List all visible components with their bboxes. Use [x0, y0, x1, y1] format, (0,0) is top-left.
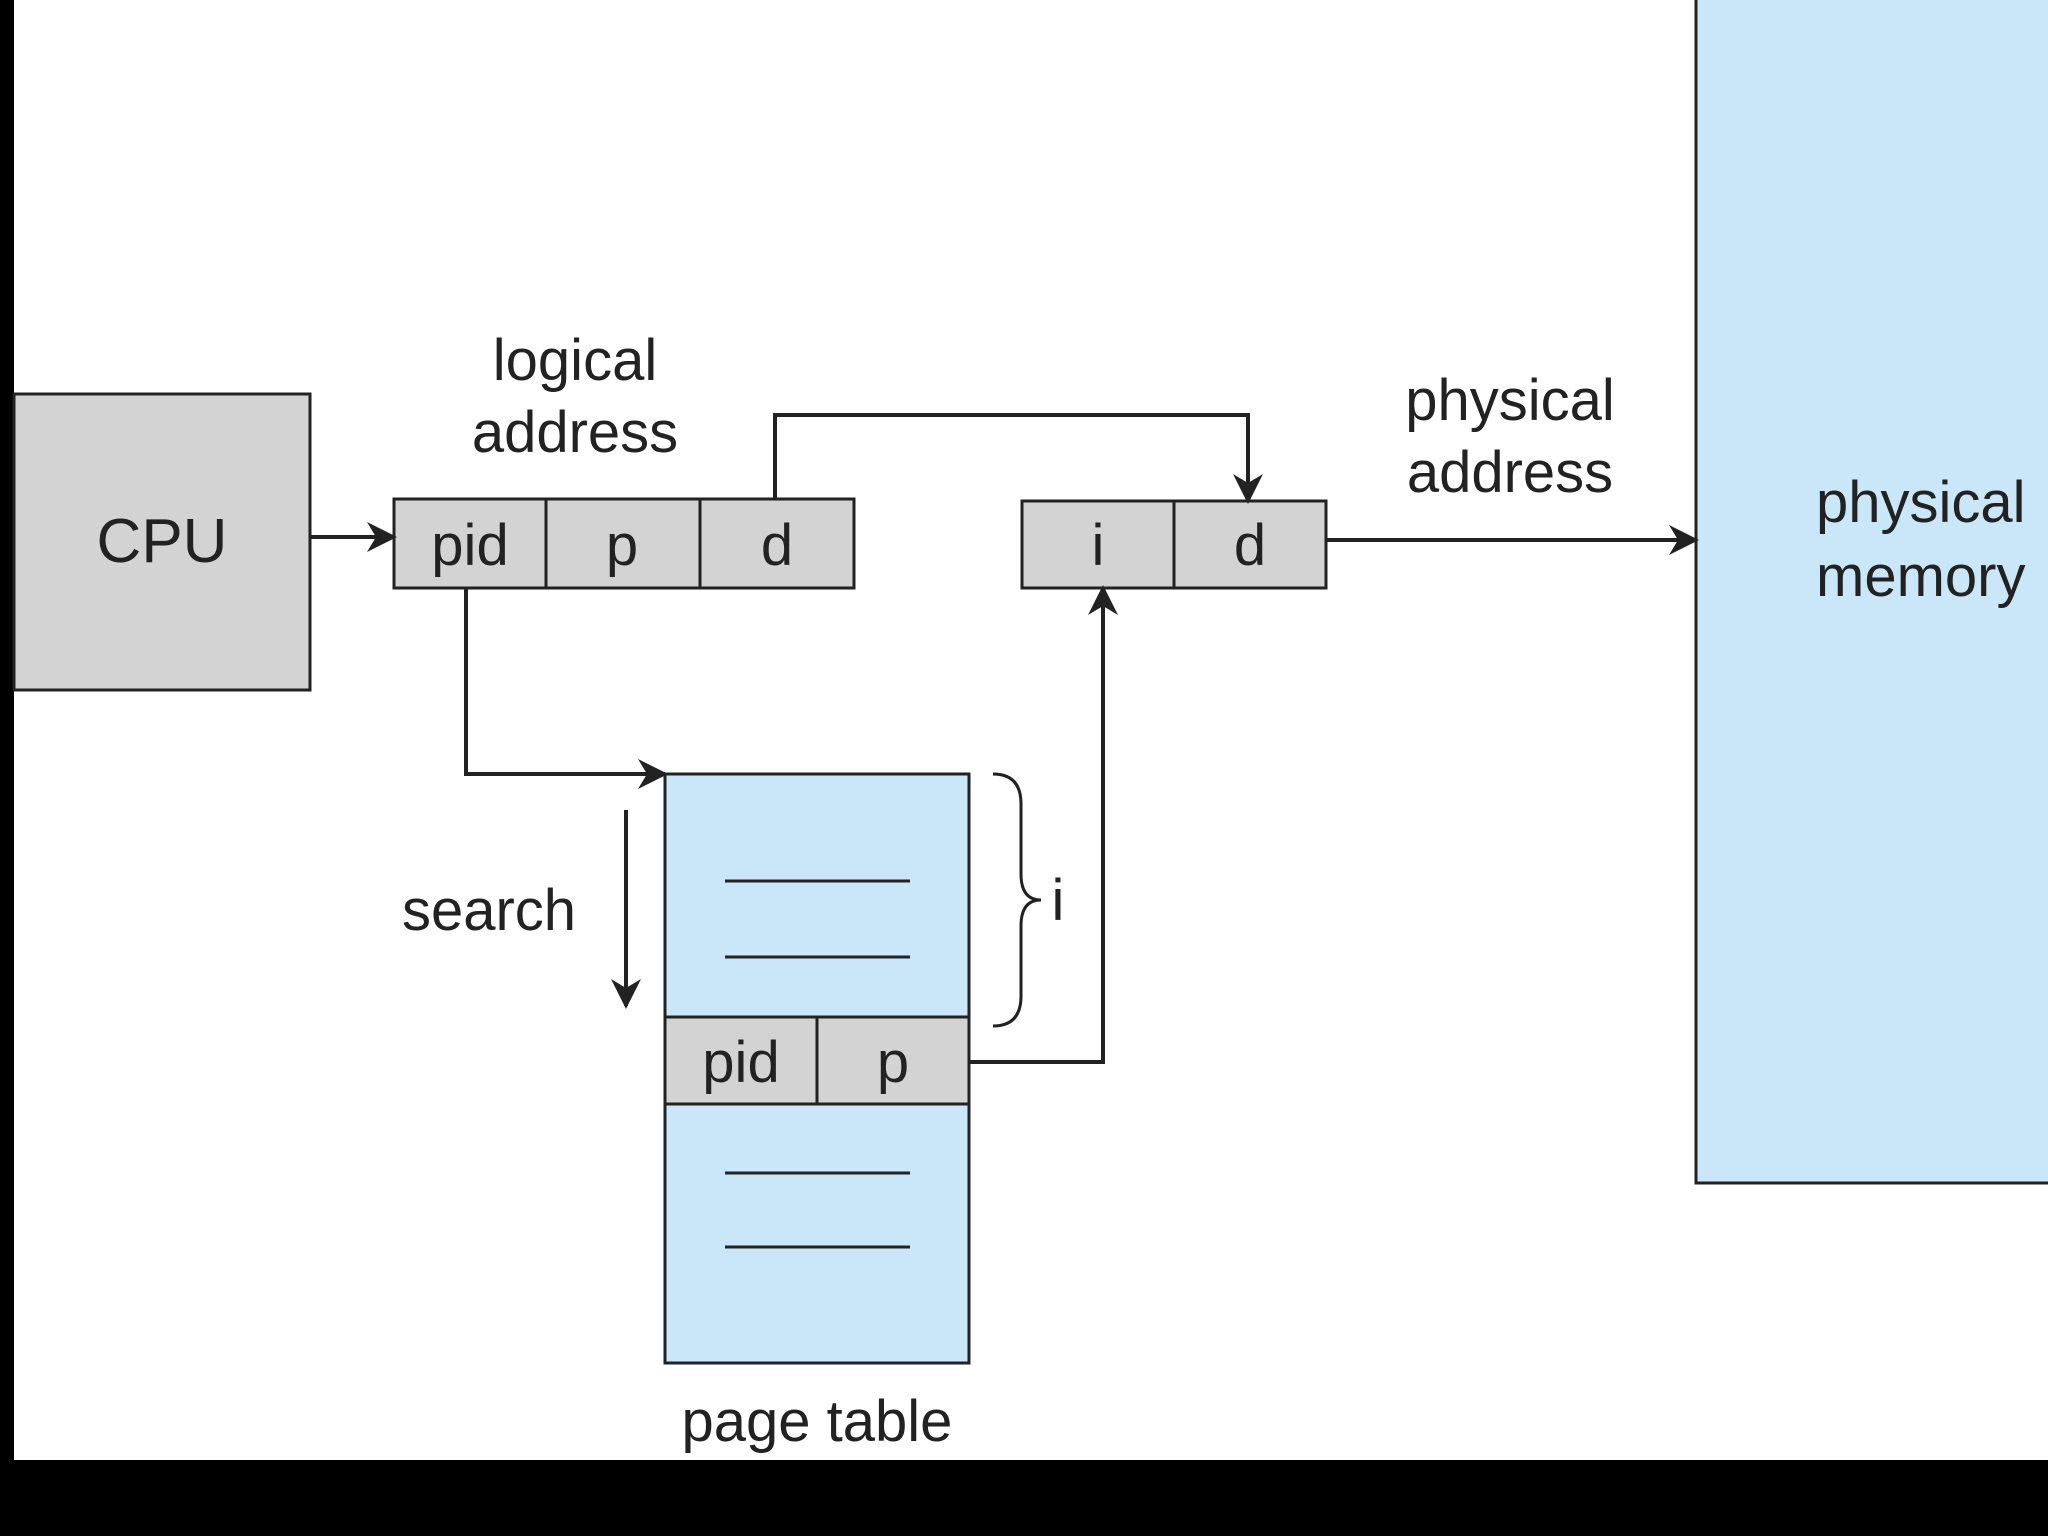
logical-field-d-label: d [761, 513, 793, 578]
offset-d-arrow [773, 413, 1263, 504]
logical-field-p-label: p [606, 513, 638, 578]
physical-address-label-line1: physical [1405, 368, 1615, 433]
logical-address-label-line2: address [472, 400, 678, 465]
physical-memory-block [1694, 0, 2048, 1185]
page-table-entry-pid [663, 1015, 819, 1106]
logical-field-d [698, 497, 856, 590]
physical-field-d-label: d [1234, 513, 1266, 578]
page-table-entry-p-label: p [877, 1030, 909, 1095]
physical-field-d [1172, 499, 1328, 590]
index-i-arrow [969, 585, 1118, 1064]
physical-memory-label-line2: memory [1816, 544, 2025, 609]
logical-field-pid [392, 497, 548, 590]
physical-memory-label-line1: physical [1816, 470, 2026, 535]
search-label: search [402, 878, 576, 943]
index-brace-label: i [1052, 868, 1065, 933]
physical-field-i [1020, 499, 1176, 590]
page-table-entry-pid-label: pid [702, 1030, 779, 1095]
physical-address-label-line2: address [1407, 440, 1613, 505]
page-table-entry-p [815, 1015, 971, 1106]
index-brace [992, 772, 1042, 1028]
page-table-label: page table [682, 1389, 953, 1454]
cpu-box [12, 392, 312, 692]
pid-to-page-table-arrow [464, 588, 668, 789]
logical-field-pid-label: pid [431, 513, 508, 578]
logical-field-p [544, 497, 702, 590]
logical-address-label-line1: logical [493, 328, 657, 393]
cpu-label: CPU [97, 507, 228, 576]
physical-field-i-label: i [1092, 513, 1105, 578]
